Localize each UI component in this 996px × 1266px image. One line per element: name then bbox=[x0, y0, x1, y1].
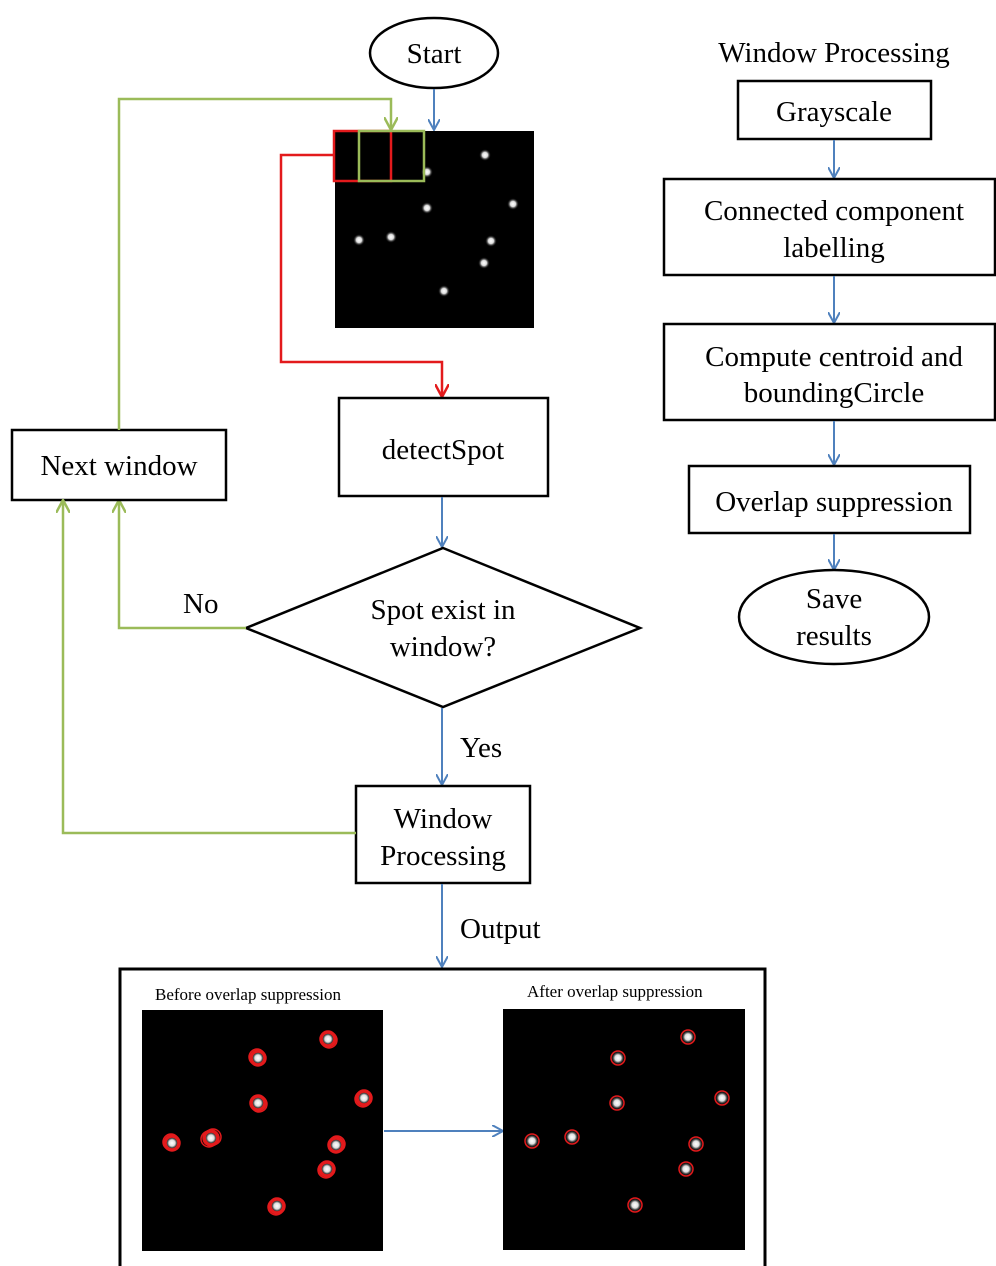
centroid-label-line2: boundingCircle bbox=[744, 377, 924, 409]
ccl-node: Connected component labelling bbox=[662, 177, 996, 277]
input-image bbox=[335, 131, 534, 328]
arrow-window-to-detectspot bbox=[279, 153, 442, 396]
ccl-label-line2: labelling bbox=[783, 232, 884, 264]
window-processing-line2: Processing bbox=[380, 840, 506, 872]
save-results-node: Save results bbox=[737, 568, 931, 666]
arrow-no-to-next-window bbox=[119, 501, 246, 630]
detectspot-label: detectSpot bbox=[382, 434, 504, 466]
grayscale-node: Grayscale bbox=[736, 79, 933, 141]
ccl-label-line1: Connected component bbox=[704, 195, 964, 227]
save-label-line1: Save bbox=[806, 583, 862, 615]
output-panel: Before overlap suppression After overlap… bbox=[118, 967, 767, 1266]
next-window-label: Next window bbox=[40, 450, 197, 482]
after-caption: After overlap suppression bbox=[527, 982, 703, 1001]
decision-node: Spot exist in window? bbox=[242, 546, 644, 709]
side-flow-title: Window Processing bbox=[718, 37, 950, 69]
overlap-node: Overlap suppression bbox=[687, 464, 972, 535]
start-node: Start bbox=[368, 16, 500, 90]
detectspot-node: detectSpot bbox=[337, 396, 550, 498]
centroid-label-line1: Compute centroid and bbox=[705, 341, 963, 373]
decision-label-line2: window? bbox=[390, 631, 496, 663]
output-label: Output bbox=[460, 913, 541, 945]
before-caption: Before overlap suppression bbox=[155, 985, 342, 1004]
arrow-next-window-to-image bbox=[117, 97, 391, 430]
no-label: No bbox=[183, 588, 218, 620]
overlap-label: Overlap suppression bbox=[715, 486, 953, 518]
arrow-processing-to-next-window bbox=[63, 501, 356, 835]
grayscale-label: Grayscale bbox=[776, 96, 892, 128]
current-window-marker bbox=[357, 129, 426, 183]
centroid-node: Compute centroid and boundingCircle bbox=[662, 322, 996, 422]
start-label: Start bbox=[407, 38, 462, 70]
yes-label: Yes bbox=[460, 732, 502, 764]
after-suppression-image bbox=[503, 1009, 745, 1250]
decision-label-line1: Spot exist in bbox=[370, 594, 516, 626]
next-window-node: Next window bbox=[10, 428, 228, 502]
window-processing-node: Window Processing bbox=[354, 784, 532, 885]
save-label-line2: results bbox=[796, 620, 872, 652]
window-processing-line1: Window bbox=[394, 803, 493, 835]
before-suppression-image bbox=[142, 1010, 383, 1251]
